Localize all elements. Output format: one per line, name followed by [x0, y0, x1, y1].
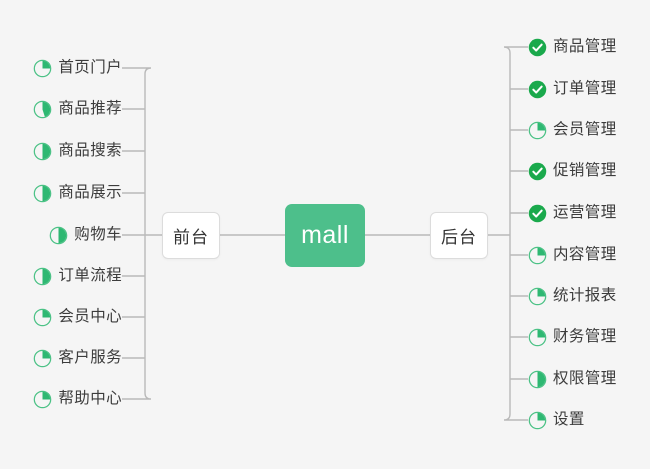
check-circle-icon: [528, 80, 547, 99]
leaf-label: 购物车: [74, 226, 122, 243]
leaf-label: 统计报表: [553, 287, 617, 304]
mindmap-leaf-back-10[interactable]: 设置: [528, 407, 585, 433]
leaf-label: 订单管理: [553, 80, 617, 97]
pie-icon: [33, 267, 52, 286]
leaf-label: 设置: [553, 411, 585, 428]
leaf-label: 会员中心: [58, 308, 122, 325]
pie-icon: [33, 308, 52, 327]
pie-icon: [528, 370, 547, 389]
leaf-label: 首页门户: [58, 59, 122, 76]
check-circle-icon: [528, 162, 547, 181]
mindmap-leaf-front-2[interactable]: 商品推荐: [33, 96, 122, 122]
leaf-label: 商品展示: [58, 184, 122, 201]
mindmap-leaf-back-6[interactable]: 内容管理: [528, 242, 617, 268]
branch-node-front-label: 前台: [173, 228, 209, 247]
leaf-label: 订单流程: [58, 267, 122, 284]
leaf-label: 商品搜索: [58, 142, 122, 159]
pie-icon: [33, 390, 52, 409]
pie-icon: [528, 121, 547, 140]
pie-icon: [528, 246, 547, 265]
pie-icon: [33, 100, 52, 119]
mindmap-leaf-back-5[interactable]: 运营管理: [528, 200, 617, 226]
root-node-mall[interactable]: mall: [285, 204, 365, 267]
branch-node-back-label: 后台: [441, 228, 477, 247]
leaf-label: 客户服务: [58, 349, 122, 366]
mindmap-leaf-front-1[interactable]: 首页门户: [33, 55, 122, 81]
pie-icon: [49, 226, 68, 245]
pie-icon: [33, 349, 52, 368]
leaf-label: 内容管理: [553, 246, 617, 263]
mindmap-leaf-front-5[interactable]: 购物车: [49, 222, 122, 248]
leaf-label: 运营管理: [553, 204, 617, 221]
leaf-label: 商品推荐: [58, 100, 122, 117]
mindmap-leaf-front-6[interactable]: 订单流程: [33, 263, 122, 289]
mindmap-leaf-front-8[interactable]: 客户服务: [33, 345, 122, 371]
mindmap-leaf-front-7[interactable]: 会员中心: [33, 304, 122, 330]
pie-icon: [528, 328, 547, 347]
leaf-label: 促销管理: [553, 162, 617, 179]
branch-node-back[interactable]: 后台: [430, 212, 488, 259]
pie-icon: [528, 411, 547, 430]
pie-icon: [33, 184, 52, 203]
branch-node-front[interactable]: 前台: [162, 212, 220, 259]
pie-icon: [33, 142, 52, 161]
mindmap-leaf-back-1[interactable]: 商品管理: [528, 34, 617, 60]
check-circle-icon: [528, 38, 547, 57]
mindmap-leaf-back-8[interactable]: 财务管理: [528, 324, 617, 350]
check-circle-icon: [528, 204, 547, 223]
pie-icon: [528, 287, 547, 306]
leaf-label: 帮助中心: [58, 390, 122, 407]
root-node-label: mall: [301, 221, 349, 249]
leaf-label: 财务管理: [553, 328, 617, 345]
mindmap-leaf-back-2[interactable]: 订单管理: [528, 76, 617, 102]
leaf-label: 商品管理: [553, 38, 617, 55]
leaf-label: 会员管理: [553, 121, 617, 138]
mindmap-leaf-back-3[interactable]: 会员管理: [528, 117, 617, 143]
leaf-label: 权限管理: [553, 370, 617, 387]
pie-icon: [33, 59, 52, 78]
mindmap-leaf-back-9[interactable]: 权限管理: [528, 366, 617, 392]
mindmap-leaf-front-4[interactable]: 商品展示: [33, 180, 122, 206]
mindmap-leaf-front-9[interactable]: 帮助中心: [33, 386, 122, 412]
mindmap-leaf-front-3[interactable]: 商品搜索: [33, 138, 122, 164]
mindmap-leaf-back-4[interactable]: 促销管理: [528, 158, 617, 184]
mindmap-leaf-back-7[interactable]: 统计报表: [528, 283, 617, 309]
